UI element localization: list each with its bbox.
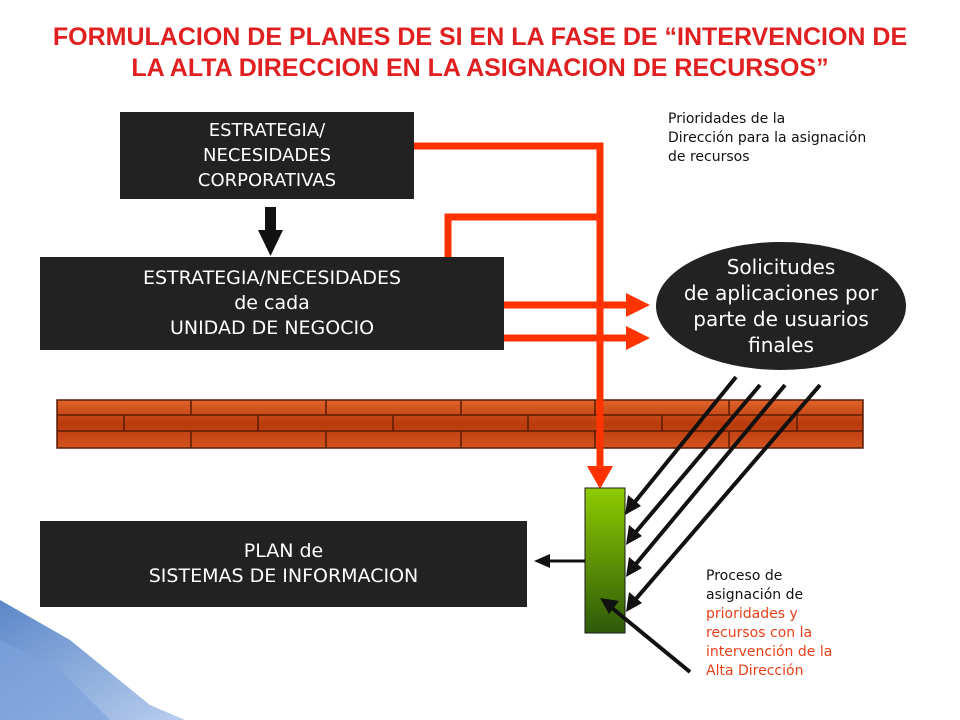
- request-arrows: [625, 375, 822, 612]
- priorities-line-2: Dirección para la asignación: [668, 130, 867, 146]
- corner-decoration: [0, 600, 185, 720]
- corporate-line-2: NECESIDADES: [202, 145, 332, 166]
- corporate-line-3: CORPORATIVAS: [197, 170, 337, 191]
- priorities-line-3: de recursos: [668, 149, 750, 165]
- process-line-1: Proceso de: [706, 568, 783, 584]
- unit-line-2: de cada: [234, 292, 310, 314]
- corporate-connector: [414, 142, 613, 489]
- requests-line-2: de aplicaciones por: [683, 281, 879, 305]
- corporate-line-1: ESTRATEGIA/: [208, 120, 326, 141]
- title-line-2: LA ALTA DIRECCION EN LA ASIGNACION DE RE…: [131, 54, 829, 82]
- business-unit-box: ESTRATEGIA/NECESIDADES de cada UNIDAD DE…: [40, 257, 504, 350]
- unit-to-requests-arrow-1: [504, 293, 650, 317]
- process-line-5: intervención de la: [706, 644, 833, 660]
- is-plan-box: PLAN de SISTEMAS DE INFORMACION: [40, 521, 527, 607]
- requests-line-4: finales: [748, 333, 814, 357]
- priorities-note: Prioridades de la Dirección para la asig…: [668, 110, 938, 167]
- requests-line-1: Solicitudes: [726, 255, 836, 279]
- process-line-6: Alta Dirección: [706, 663, 804, 679]
- unit-line-3: UNIDAD DE NEGOCIO: [169, 317, 375, 339]
- priorities-line-1: Prioridades de la: [668, 111, 786, 127]
- plan-line-1: PLAN de: [243, 540, 324, 562]
- process-line-4: recursos con la: [706, 625, 813, 641]
- slide-title: FORMULACION DE PLANES DE SI EN LA FASE D…: [0, 22, 960, 84]
- title-line-1: FORMULACION DE PLANES DE SI EN LA FASE D…: [52, 23, 908, 51]
- process-note: Proceso de asignación de prioridades y r…: [706, 567, 906, 681]
- bar-to-plan-arrow: [534, 554, 585, 568]
- plan-line-2: SISTEMAS DE INFORMACION: [148, 565, 419, 587]
- corporate-to-unit-arrow: [258, 207, 283, 256]
- unit-connector: [444, 213, 600, 257]
- brick-wall: [56, 399, 864, 449]
- process-line-2: asignación de: [706, 587, 804, 603]
- process-line-3: prioridades y: [706, 606, 798, 622]
- unit-to-requests-arrow-2: [504, 326, 650, 350]
- user-requests-ellipse: Solicitudes de aplicaciones por parte de…: [656, 242, 906, 370]
- corporate-strategy-box: ESTRATEGIA/ NECESIDADES CORPORATIVAS: [120, 112, 414, 199]
- requests-line-3: parte de usuarios: [693, 307, 869, 331]
- unit-line-1: ESTRATEGIA/NECESIDADES: [142, 267, 402, 289]
- process-arrow: [600, 598, 692, 674]
- priority-bar: [584, 487, 626, 634]
